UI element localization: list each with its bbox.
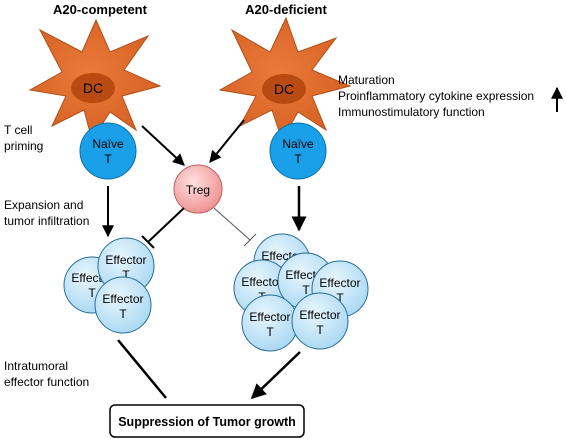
svg-text:T: T <box>122 268 130 282</box>
naive-t-right: Naïve T <box>269 122 327 180</box>
svg-text:Effector: Effector <box>102 292 143 306</box>
outcome-box: Suppression of Tumor growth <box>109 404 305 438</box>
svg-text:T: T <box>119 307 127 321</box>
treg-label: Treg <box>186 183 210 197</box>
svg-text:T: T <box>88 286 96 300</box>
inhibition-right <box>213 207 257 247</box>
treg-cell: Treg <box>173 164 223 214</box>
naive-right-line2: T <box>294 152 302 166</box>
svg-text:Effector: Effector <box>249 310 290 324</box>
effector-cluster-right: Effector T Effector T Effector T Effecto… <box>233 233 369 352</box>
label-priming-line2: priming <box>4 139 43 153</box>
naive-left-line1: Naïve <box>92 137 124 151</box>
line-left-to-outcome <box>117 339 167 399</box>
outcome-label: Suppression of Tumor growth <box>118 415 296 429</box>
label-expansion-line1: Expansion and <box>4 198 83 212</box>
dc-effect-cytokine: Proinflammatory cytokine expression <box>338 89 534 103</box>
naive-t-left: Naïve T <box>79 122 137 180</box>
svg-text:T: T <box>266 325 274 339</box>
arrow-dc-left-to-treg <box>141 125 185 166</box>
naive-right-line1: Naïve <box>282 137 314 151</box>
svg-text:Effector: Effector <box>319 276 360 290</box>
header-left: A20-competent <box>53 2 148 17</box>
svg-text:Effector: Effector <box>299 308 340 322</box>
effector-cluster-left: Effector T Effector T Effector T <box>63 237 155 334</box>
arrow-right-to-outcome <box>250 351 301 400</box>
label-intratumoral-line2: effector function <box>4 375 89 389</box>
dc-right: DC <box>218 16 352 142</box>
dc-left: DC <box>28 18 162 142</box>
svg-text:T: T <box>302 283 310 297</box>
dc-left-label: DC <box>83 80 103 96</box>
svg-text:T: T <box>316 323 324 337</box>
svg-text:Effector: Effector <box>241 275 282 289</box>
svg-text:Effector: Effector <box>105 253 146 267</box>
header-right: A20-deficient <box>245 2 327 17</box>
inhibition-left <box>141 207 185 249</box>
label-intratumoral-line1: Intratumoral <box>4 359 68 373</box>
effector-t-cell: Effector T <box>241 294 299 352</box>
svg-text:T: T <box>336 291 344 305</box>
label-priming-line1: T cell <box>4 123 32 137</box>
dc-effect-maturation: Maturation <box>338 73 395 87</box>
naive-left-line2: T <box>104 152 112 166</box>
effector-t-cell: Effector T <box>94 276 152 334</box>
dc-right-nucleus <box>262 74 306 104</box>
arrow-dc-right-to-treg <box>209 119 245 163</box>
dc-left-nucleus <box>71 73 115 103</box>
label-expansion-line2: tumor infiltration <box>4 214 89 228</box>
effector-t-cell: Effector T <box>291 292 349 350</box>
dc-effect-immunostimulatory: Immunostimulatory function <box>338 105 485 119</box>
dc-right-label: DC <box>274 81 294 97</box>
